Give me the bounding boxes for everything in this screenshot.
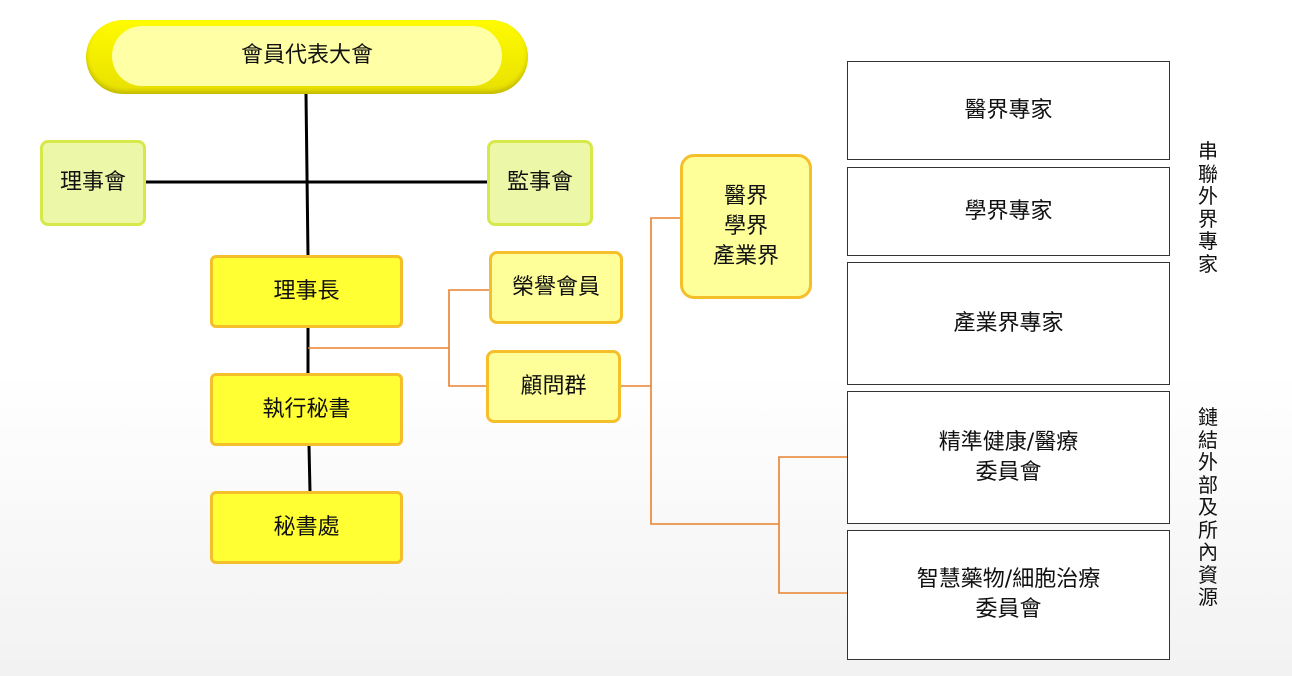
medical-experts-label: 醫界專家	[964, 97, 1053, 123]
academic-experts-label: 學界專家	[964, 198, 1053, 224]
board-of-supervisors-node: 監事會	[487, 140, 593, 226]
executive-secretary-label: 執行秘書	[262, 396, 351, 422]
executive-secretary-node: 執行秘書	[210, 373, 403, 446]
secretariat-node: 秘書處	[210, 491, 403, 564]
connector-assembly-to-chairman	[304, 93, 310, 257]
connector-sector-trunk	[650, 217, 779, 525]
assembly-node: 會員代表大會	[86, 20, 528, 94]
sector-academic-label: 學界	[723, 213, 768, 239]
connector-honorary-branch	[448, 289, 489, 387]
connector-secretary-to-secretariat	[307, 445, 312, 493]
honorary-members-label: 榮譽會員	[511, 274, 600, 300]
medical-experts-node: 醫界專家	[847, 61, 1170, 160]
precision-health-committee-line1: 精準健康/醫療	[938, 429, 1079, 455]
assembly-label: 會員代表大會	[112, 26, 502, 86]
sector-industry-label: 產業界	[712, 243, 779, 269]
honorary-members-node: 榮譽會員	[489, 251, 623, 324]
sectors-node: 醫界 學界 產業界	[680, 154, 812, 299]
precision-health-committee-line2: 委員會	[975, 459, 1042, 485]
secretariat-label: 秘書處	[273, 514, 340, 540]
connector-committee-branch	[778, 456, 847, 594]
chairman-label: 理事長	[273, 278, 340, 304]
academic-experts-node: 學界專家	[847, 167, 1170, 256]
external-resources-side-label: 鏈結外部及所內資源	[1198, 405, 1218, 609]
industry-experts-label: 產業界專家	[953, 310, 1064, 336]
external-experts-side-label: 串聯外界專家	[1198, 139, 1218, 276]
smart-medicine-committee-line2: 委員會	[975, 597, 1042, 622]
board-of-directors-node: 理事會	[40, 140, 146, 226]
industry-experts-node: 產業界專家	[847, 262, 1170, 385]
chairman-node: 理事長	[210, 255, 403, 328]
board-of-directors-label: 理事會	[59, 170, 126, 195]
sector-medical-label: 醫界	[723, 183, 768, 209]
advisors-node: 顧問群	[486, 350, 621, 423]
precision-health-committee-node: 精準健康/醫療 委員會	[847, 391, 1170, 524]
board-of-supervisors-label: 監事會	[506, 170, 573, 195]
advisors-label: 顧問群	[520, 373, 587, 399]
smart-medicine-committee-line1: 智慧藥物/細胞治療	[916, 567, 1101, 592]
smart-medicine-committee-node: 智慧藥物/細胞治療 委員會	[847, 530, 1170, 660]
